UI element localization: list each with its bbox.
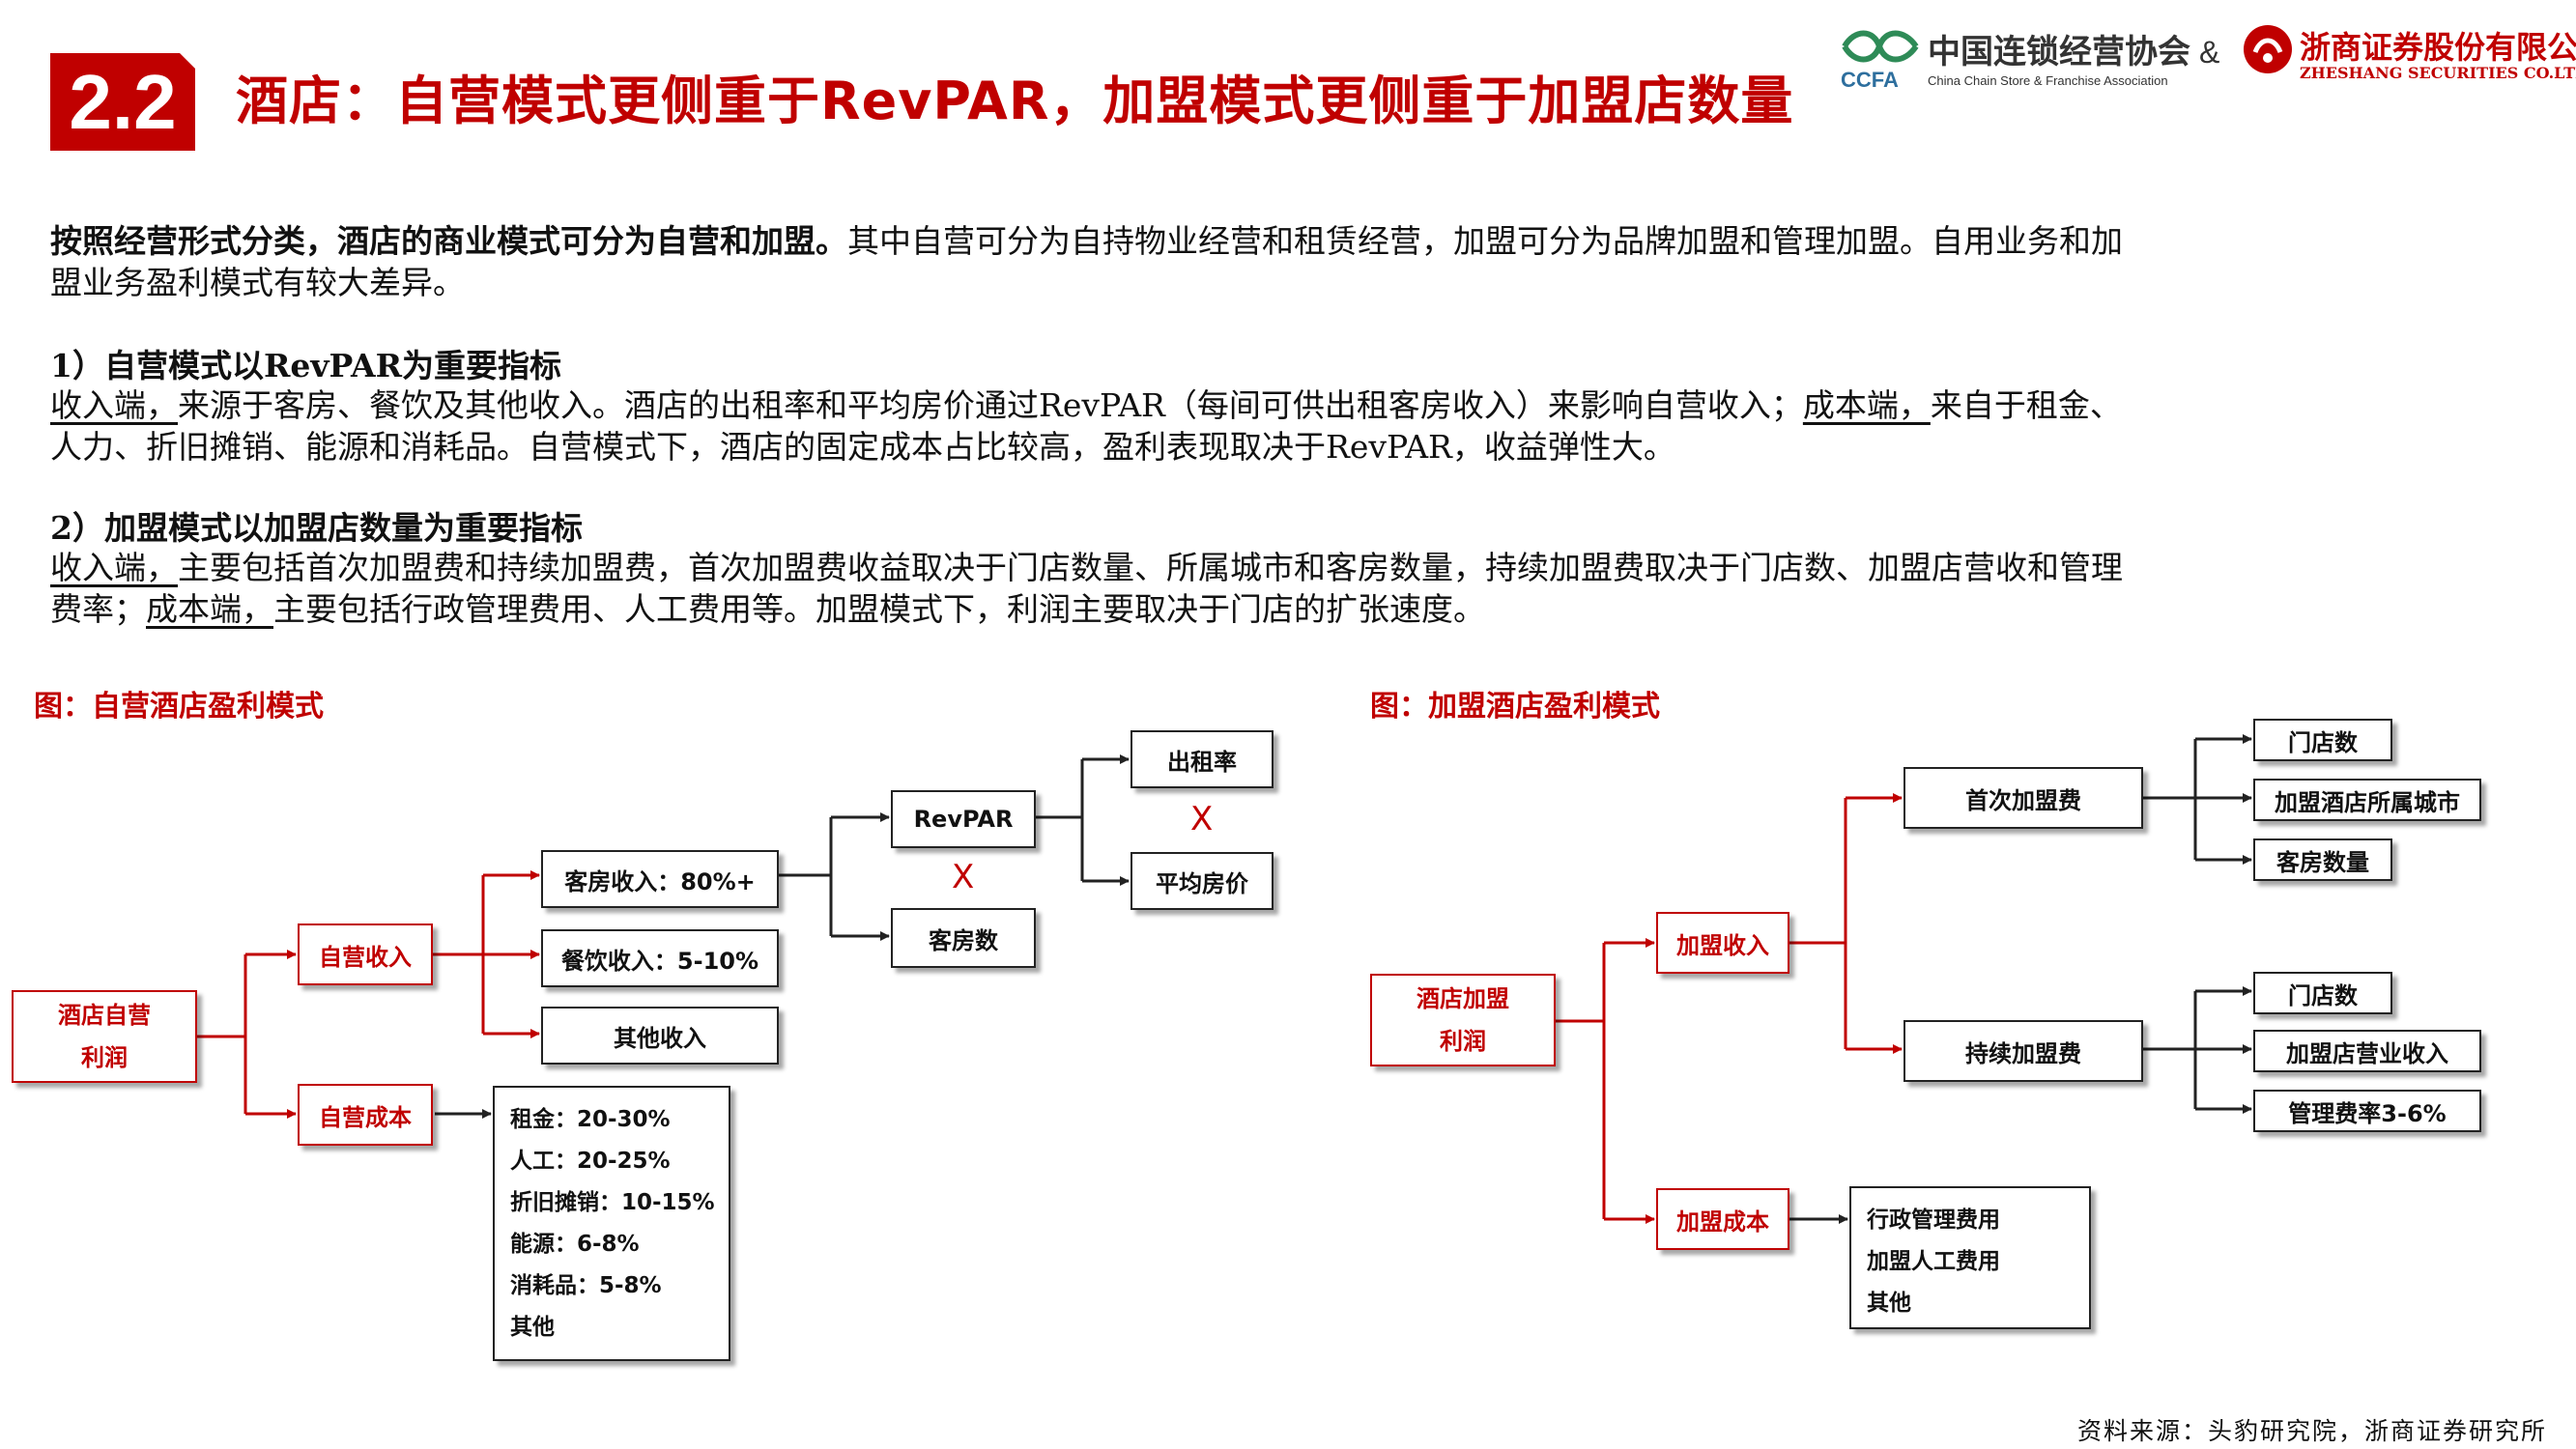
left-cost-item: 租金：20-30% (510, 1107, 671, 1132)
right-figure-title: 图：加盟酒店盈利模式 (1370, 690, 1660, 724)
right-red-connectors (1556, 793, 1903, 1224)
section-number-badge: 2.2 (50, 53, 195, 151)
other-revenue-node: 其他收入 (541, 1007, 779, 1065)
food-revenue-node: 餐饮收入：5-10% (541, 929, 779, 987)
right-root-line-2: 利润 (1440, 1028, 1486, 1055)
left-revenue-node: 自营收入 (298, 923, 433, 985)
intro-rest-1: 其中自营可分为自持物业经营和租赁经营，加盟可分为品牌加盟和管理加盟。自用业务和加 (847, 222, 2123, 260)
intro-bold: 按照经营形式分类，酒店的商业模式可分为自营和加盟。 (50, 222, 847, 260)
intro-line-1: 按照经营形式分类，酒店的商业模式可分为自营和加盟。其中自营可分为自持物业经营和租… (50, 220, 2524, 262)
initial-fee-node: 首次加盟费 (1903, 767, 2143, 829)
source-note: 资料来源：头豹研究院，浙商证券研究所 (2076, 1417, 2547, 1445)
point1-revenue-label: 收入端， (50, 386, 178, 424)
left-multiply-mark-2: X (1190, 800, 1214, 838)
rooms-count-node: 客房数 (891, 908, 1036, 968)
revpar-node: RevPAR (891, 790, 1036, 848)
point2-revenue-label: 收入端， (50, 549, 178, 586)
point2-line-2: 费率；成本端，主要包括行政管理费用、人工费用等。加盟模式下，利润主要取决于门店的… (50, 588, 2524, 630)
left-black-connectors (435, 754, 1130, 1119)
ccfa-name-cn: 中国连锁经营协会 (1928, 33, 2190, 71)
left-cost-item: 折旧摊销：10-15% (510, 1190, 715, 1215)
point2-cost-label: 成本端， (146, 590, 273, 628)
occupancy-node: 出租率 (1131, 730, 1274, 788)
ccfa-emblem-icon (1842, 30, 1919, 63)
ccfa-abbr: CCFA (1841, 68, 1899, 92)
ccfa-name-en: China Chain Store & Franchise Associatio… (1928, 73, 2168, 88)
left-cost-item: 人工：20-25% (510, 1149, 671, 1174)
page-title: 酒店：自营模式更侧重于RevPAR，加盟模式更侧重于加盟店数量 (236, 71, 1794, 131)
ongoing-store-count-node: 门店数 (2253, 972, 2392, 1014)
badge-corner-cut (180, 53, 195, 69)
point2-paragraph: 收入端，主要包括首次加盟费和持续加盟费，首次加盟费收益取决于门店数量、所属城市和… (50, 547, 2524, 630)
point2-text-2: 费率； (50, 590, 146, 628)
right-revenue-node: 加盟收入 (1656, 912, 1789, 974)
left-cost-node: 自营成本 (298, 1084, 433, 1146)
intro-paragraph: 按照经营形式分类，酒店的商业模式可分为自营和加盟。其中自营可分为自持物业经营和租… (50, 220, 2524, 303)
ongoing-store-revenue-node: 加盟店营业收入 (2253, 1030, 2481, 1072)
zheshang-logo: 浙商证券股份有限公司 ZHESHANG SECURITIES CO.LTD (2242, 19, 2576, 87)
point1-cost-label: 成本端， (1802, 386, 1931, 424)
point1-line-2: 人力、折旧摊销、能源和消耗品。自营模式下，酒店的固定成本占比较高，盈利表现取决于… (50, 428, 1675, 466)
section-number: 2.2 (69, 58, 177, 145)
left-root-node: 酒店自营 利润 (12, 990, 197, 1083)
point1-text-2: 来自于租金、 (1930, 386, 2122, 424)
right-root-line-1: 酒店加盟 (1417, 985, 1509, 1012)
left-root-line-1: 酒店自营 (58, 1002, 151, 1029)
initial-room-count-node: 客房数量 (2253, 838, 2392, 881)
left-multiply-mark-1: X (952, 858, 975, 896)
right-cost-items-box: 行政管理费用 加盟人工费用 其他 (1849, 1186, 2091, 1329)
right-cost-item: 行政管理费用 (1867, 1208, 2000, 1233)
right-cost-node: 加盟成本 (1656, 1188, 1789, 1250)
point2-line-1: 收入端，主要包括首次加盟费和持续加盟费，首次加盟费收益取决于门店数量、所属城市和… (50, 547, 2524, 588)
point1-text-1: 来源于客房、餐饮及其他收入。酒店的出租率和平均房价通过RevPAR（每间可供出租… (178, 386, 1803, 424)
point2-heading: 2）加盟模式以加盟店数量为重要指标 (50, 509, 583, 547)
right-cost-item: 其他 (1867, 1291, 1911, 1316)
point1-paragraph: 收入端，来源于客房、餐饮及其他收入。酒店的出租率和平均房价通过RevPAR（每间… (50, 384, 2524, 468)
logo-ampersand: & (2199, 35, 2220, 70)
point2-text-1: 主要包括首次加盟费和持续加盟费，首次加盟费收益取决于门店数量、所属城市和客房数量… (178, 549, 2123, 586)
right-cost-item: 加盟人工费用 (1867, 1249, 2000, 1274)
intro-line-2: 盟业务盈利模式有较大差异。 (50, 264, 465, 301)
point2-text-3: 主要包括行政管理费用、人工费用等。加盟模式下，利润主要取决于门店的扩张速度。 (273, 590, 1485, 628)
ccfa-logo: 中国连锁经营协会 CCFA China Chain Store & Franch… (1841, 19, 2285, 92)
point1-line-1: 收入端，来源于客房、餐饮及其他收入。酒店的出租率和平均房价通过RevPAR（每间… (50, 384, 2524, 426)
initial-store-count-node: 门店数 (2253, 719, 2392, 761)
right-black-connectors (1789, 734, 2252, 1224)
left-cost-item: 其他 (510, 1315, 555, 1340)
left-root-line-2: 利润 (81, 1044, 128, 1071)
left-cost-item: 能源：6-8% (510, 1232, 640, 1257)
zheshang-emblem-icon (2244, 25, 2292, 73)
initial-city-node: 加盟酒店所属城市 (2253, 779, 2481, 821)
point1-heading: 1）自营模式以RevPAR为重要指标 (50, 347, 561, 384)
zheshang-name-cn: 浙商证券股份有限公司 (2300, 29, 2576, 66)
left-red-connectors (197, 870, 540, 1119)
left-cost-item: 消耗品：5-8% (510, 1273, 662, 1298)
management-fee-rate-node: 管理费率3-6% (2253, 1090, 2481, 1132)
right-root-node: 酒店加盟 利润 (1370, 974, 1556, 1066)
left-cost-items-box: 租金：20-30% 人工：20-25% 折旧摊销：10-15% 能源：6-8% … (493, 1086, 730, 1361)
zheshang-name-en: ZHESHANG SECURITIES CO.LTD (2300, 64, 2576, 82)
avg-room-price-node: 平均房价 (1131, 852, 1274, 910)
room-revenue-node: 客房收入：80%+ (541, 850, 779, 908)
ongoing-fee-node: 持续加盟费 (1903, 1020, 2143, 1082)
left-figure-title: 图：自营酒店盈利模式 (34, 690, 324, 724)
